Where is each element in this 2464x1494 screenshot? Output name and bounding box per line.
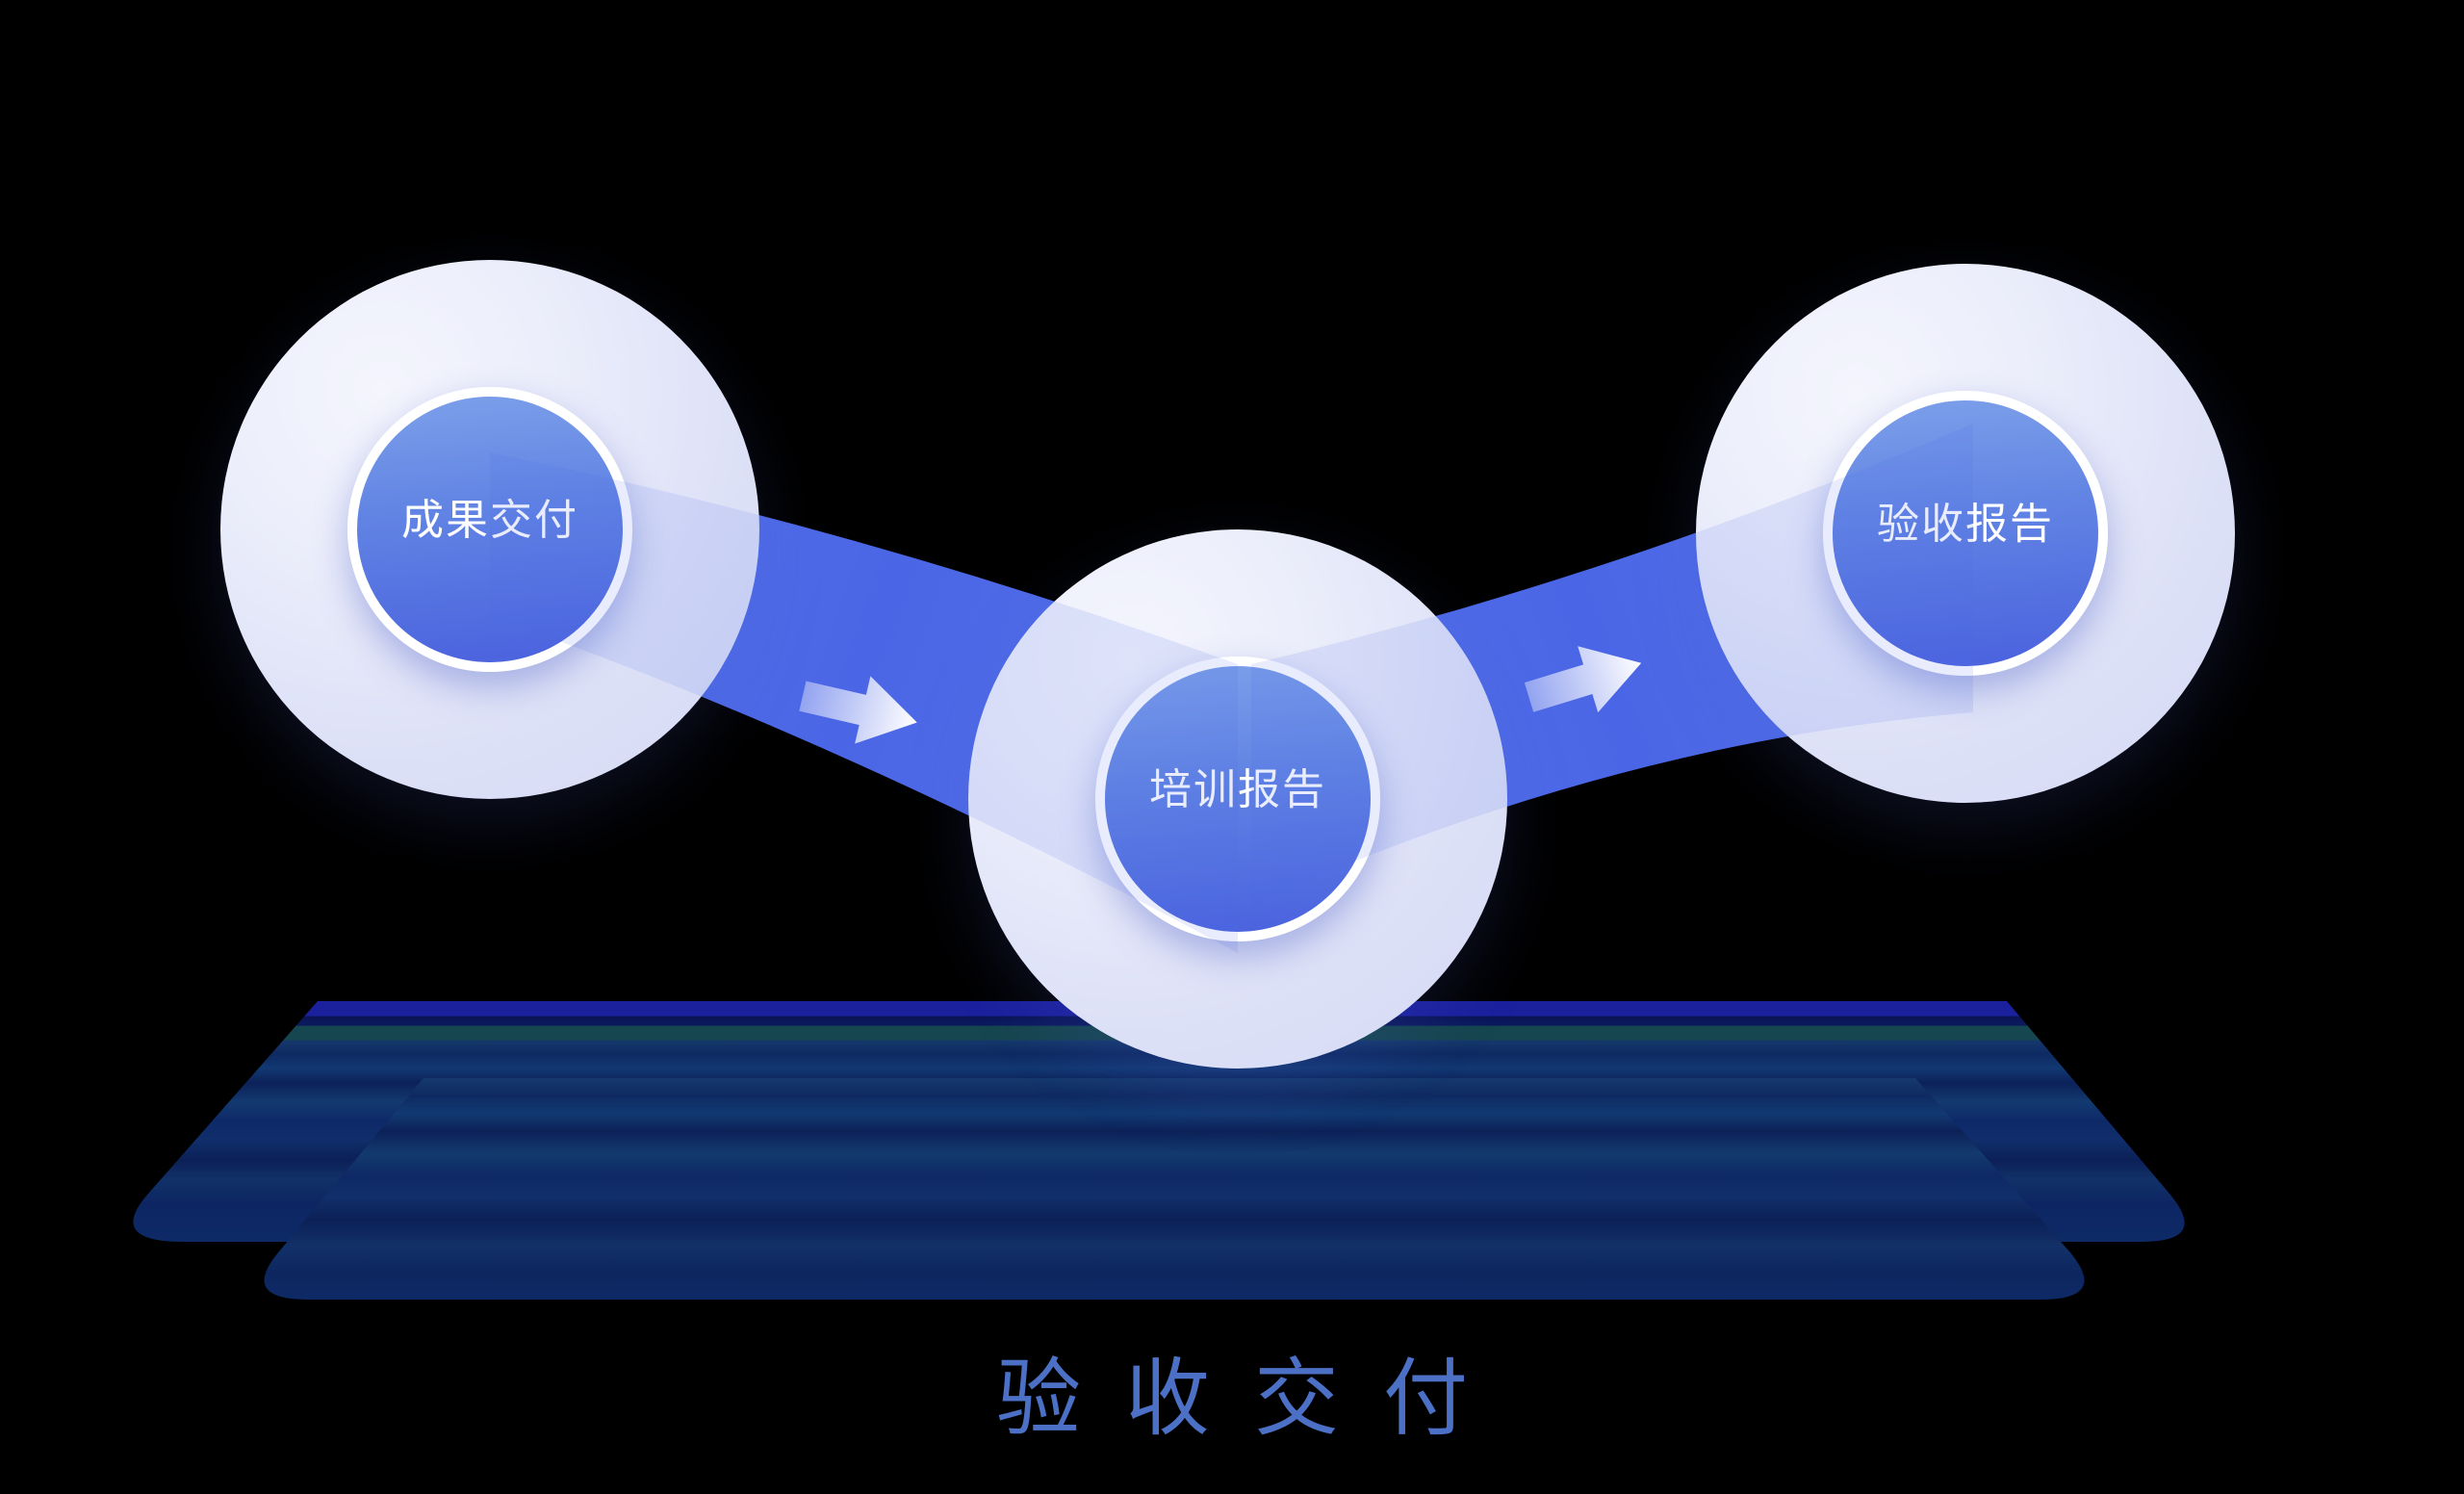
node-acceptance-report-label: 验收报告 [1877,501,2054,548]
node-deliverables: 成果交付 [220,260,759,799]
node-acceptance-report-circle: 验收报告 [1823,391,2108,676]
arrow-up-right-icon [1524,646,1642,713]
platform-slab-front [264,1078,2085,1300]
node-acceptance-report: 验收报告 [1696,264,2235,803]
arrow-right-icon [799,676,917,744]
node-training-report-label: 培训报告 [1149,766,1326,813]
node-training-report-circle: 培训报告 [1095,657,1380,941]
node-training-report: 培训报告 [968,529,1507,1069]
node-deliverables-label: 成果交付 [401,497,578,544]
node-deliverables-circle: 成果交付 [347,387,632,672]
diagram-title: 验收交付 [995,1351,1512,1446]
